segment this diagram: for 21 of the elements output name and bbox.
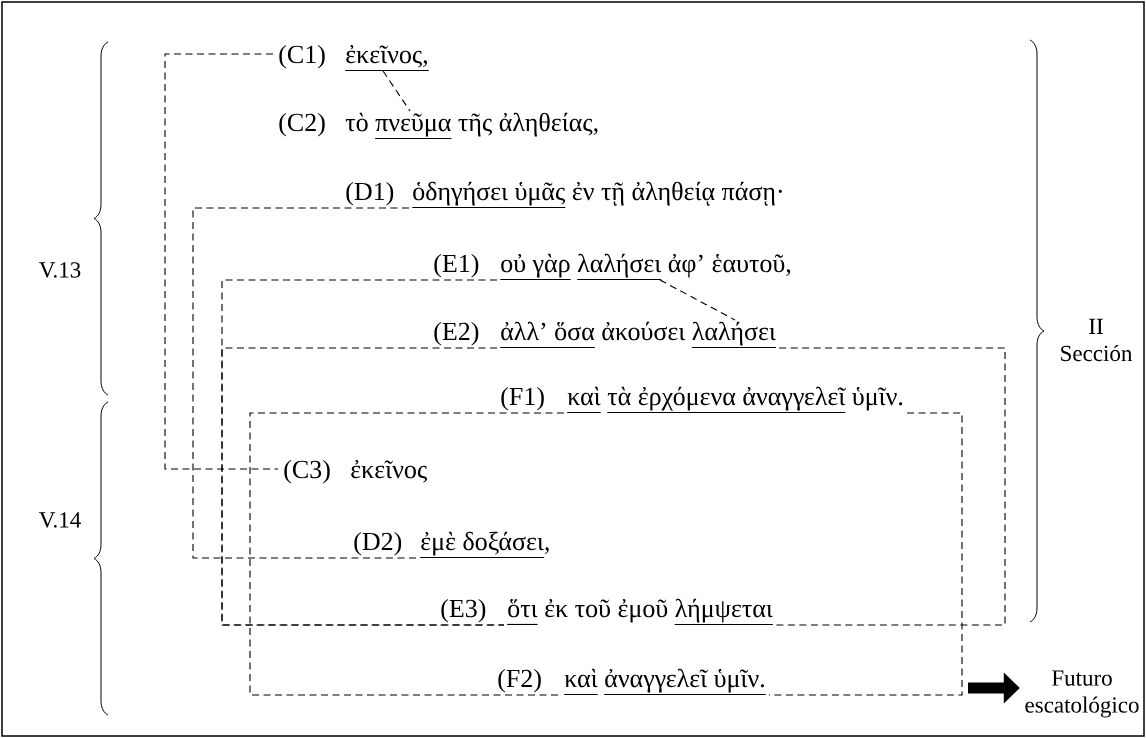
greek-verse-line: (E2) ἀλλ’ ὅσα ἀκούσει λαλήσει [434, 321, 777, 348]
greek-verse-line: (D1) ὁδηγήσει ὑμᾶς ἐν τῇ ἀληθείᾳ πάσῃ· [346, 181, 782, 208]
greek-verse-line: (F1) καὶ τὰ ἐρχόμενα ἀναγγελεῖ ὑμῖν. [501, 386, 903, 413]
connector-line [164, 53, 279, 470]
connector-line [768, 412, 963, 696]
connector-line [659, 279, 736, 321]
text-label: Futuro escatológico [1025, 670, 1139, 718]
greek-verse-line: (C3) ἐκεῖνος [284, 459, 427, 484]
connector-line [221, 279, 505, 626]
connector-line [249, 412, 565, 696]
connector-line [221, 347, 505, 626]
greek-verse-line: (C1) ἐκεῖνος, [279, 44, 430, 71]
verse-label: V.14 [39, 512, 81, 528]
verse-label: V.13 [39, 262, 81, 278]
section-label: II Sección [1061, 318, 1133, 362]
greek-verse-line: (E1) οὐ γὰρ λαλήσει ἀφ’ ἑαυτοῦ, [434, 253, 791, 280]
greek-verse-line: (F2) καὶ ἀναγγελεῖ ὑμῖν. [498, 668, 767, 695]
connector-line [382, 70, 411, 112]
greek-verse-line: (D2) ἐμὲ δοξάσει, [354, 531, 549, 558]
greek-verse-line: (C2) τὸ πνεῦμα τῆς ἀληθείας, [279, 112, 598, 139]
greek-verse-line: (E3) ὅτι ἐκ τοῦ ἐμοῦ λήμψεται [441, 598, 774, 625]
